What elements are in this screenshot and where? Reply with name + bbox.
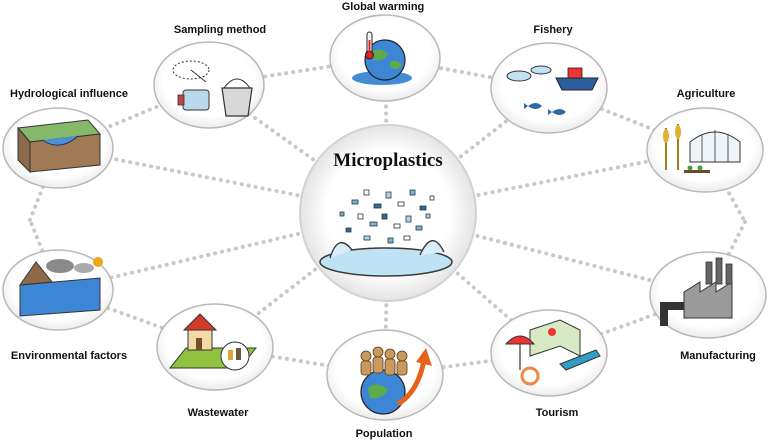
fishing-boat-icon bbox=[555, 77, 599, 91]
label-population: Population bbox=[355, 428, 413, 440]
node-population bbox=[326, 329, 444, 421]
node-manufacturing bbox=[649, 251, 767, 339]
swim-ring-icon bbox=[520, 366, 540, 386]
factory-icon bbox=[683, 281, 733, 319]
mountain-icon bbox=[18, 261, 53, 286]
airplane-icon bbox=[559, 349, 601, 371]
growth-arrow-icon bbox=[396, 359, 427, 407]
label-sampling-method: Sampling method bbox=[173, 24, 267, 36]
node-wastewater bbox=[156, 303, 274, 391]
bucket-icon bbox=[221, 87, 253, 117]
label-wastewater: Wastewater bbox=[187, 407, 249, 419]
people-crowd-icon bbox=[360, 346, 408, 376]
node-global-warming bbox=[329, 14, 441, 102]
sun-icon bbox=[93, 257, 103, 267]
label-hydrological-influence: Hydrological influence bbox=[10, 88, 128, 100]
node-agriculture bbox=[646, 107, 764, 193]
node-fishery bbox=[490, 42, 608, 134]
label-global-warming: Global warming bbox=[341, 1, 425, 13]
node-tourism bbox=[490, 309, 608, 397]
label-fishery: Fishery bbox=[533, 24, 573, 36]
fish-cage-icon bbox=[506, 70, 532, 82]
toiletries-icon bbox=[220, 341, 250, 371]
fish-icon bbox=[524, 103, 542, 109]
node-hydrological-influence bbox=[2, 107, 114, 189]
label-manufacturing: Manufacturing bbox=[680, 350, 756, 362]
discharge-pipe-icon bbox=[660, 302, 684, 326]
hub-microplastics bbox=[299, 124, 477, 302]
earth-globe-icon bbox=[364, 39, 406, 81]
beach-umbrella-icon bbox=[504, 335, 536, 345]
center-title: Microplastics bbox=[333, 150, 443, 171]
label-tourism: Tourism bbox=[535, 407, 579, 419]
label-environmental-factors: Environmental factors bbox=[10, 350, 128, 362]
cloud-icon bbox=[46, 259, 74, 273]
node-environmental-factors bbox=[2, 249, 114, 331]
sampling-net-icon bbox=[172, 60, 210, 80]
water-body-icon bbox=[19, 277, 101, 317]
node-sampling-method bbox=[153, 41, 265, 129]
plastic-particles-icon bbox=[339, 189, 435, 244]
pump-device-icon bbox=[182, 89, 210, 111]
label-agriculture: Agriculture bbox=[676, 88, 736, 100]
splash-puddle-icon bbox=[319, 247, 453, 277]
river-icon bbox=[41, 135, 79, 146]
